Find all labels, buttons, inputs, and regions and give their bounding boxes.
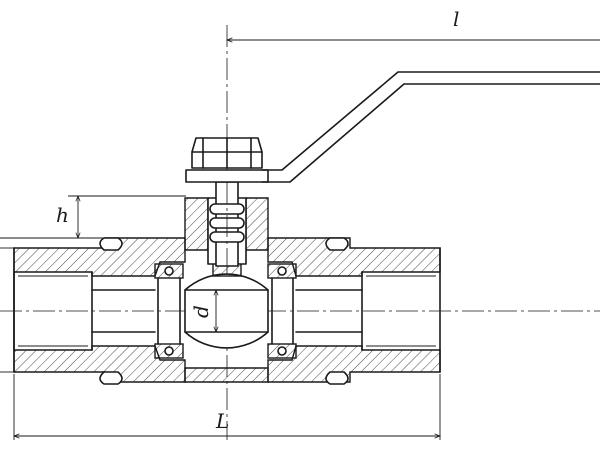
right-bore-lines xyxy=(295,289,363,333)
handle-lever-top xyxy=(261,71,600,171)
oring-bottom-left xyxy=(164,346,174,356)
dim-label-overall-length: L xyxy=(215,409,229,433)
handle-assembly xyxy=(185,71,600,183)
oring-top-left xyxy=(164,266,174,276)
right-thread-lines xyxy=(366,275,436,347)
boss-top-right xyxy=(325,237,349,251)
dim-label-handle-length: l xyxy=(453,7,459,31)
oring-bottom-right xyxy=(277,346,287,356)
dim-label-height: h xyxy=(56,203,69,227)
valve-body xyxy=(13,237,441,385)
stem-housing xyxy=(184,181,269,267)
valve-seats xyxy=(154,263,297,359)
dim-label-bore-diameter: d xyxy=(189,305,213,318)
body-lower-middle xyxy=(184,367,269,383)
boss-bottom-right xyxy=(325,371,349,385)
bonnet-right xyxy=(245,197,269,251)
ball-bore xyxy=(184,289,269,333)
ball xyxy=(184,261,269,349)
left-thread-lines xyxy=(18,275,88,347)
boss-top-left xyxy=(99,237,123,251)
handle-plate xyxy=(185,169,269,183)
left-bore-lines xyxy=(91,289,156,333)
oring-top-right xyxy=(277,266,287,276)
seat-right-sides xyxy=(271,277,294,345)
handle-lever-bottom xyxy=(261,83,600,183)
boss-bottom-left xyxy=(99,371,123,385)
dimensions: l L h d xyxy=(0,7,600,440)
bonnet-left xyxy=(184,197,209,251)
seat-left-sides xyxy=(157,277,181,345)
hex-nut-faces xyxy=(202,137,252,169)
